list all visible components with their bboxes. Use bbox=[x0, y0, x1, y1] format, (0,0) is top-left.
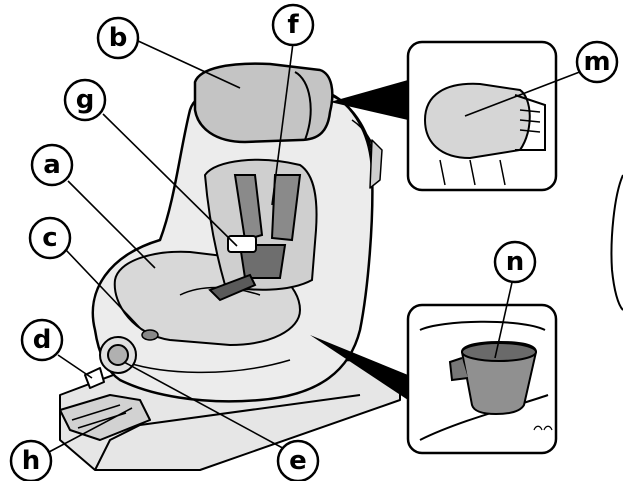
harness-straps bbox=[208, 174, 302, 302]
svg-text:g: g bbox=[76, 85, 95, 115]
callout-a: a bbox=[30, 143, 74, 187]
svg-text:n: n bbox=[506, 247, 525, 277]
inset-headrest-detail bbox=[330, 40, 558, 192]
svg-text:f: f bbox=[287, 10, 299, 40]
svg-text:b: b bbox=[109, 23, 128, 53]
headrest bbox=[193, 62, 334, 144]
svg-text:m: m bbox=[583, 47, 610, 77]
callout-n: n bbox=[493, 240, 537, 284]
callout-b: b bbox=[96, 16, 140, 60]
callout-f: f bbox=[271, 3, 315, 47]
side-partial-outline bbox=[610, 174, 623, 311]
callout-m: m bbox=[575, 40, 619, 84]
svg-text:h: h bbox=[22, 446, 41, 476]
svg-text:a: a bbox=[43, 150, 61, 180]
callout-g: g bbox=[63, 78, 107, 122]
harness-buckle bbox=[227, 235, 257, 253]
release-button bbox=[141, 329, 159, 341]
callout-e: e bbox=[276, 439, 320, 481]
leader-lines bbox=[48, 39, 591, 453]
inset-cup-holder-detail bbox=[310, 303, 558, 455]
callout-d: d bbox=[20, 318, 64, 362]
svg-text:e: e bbox=[289, 446, 307, 476]
svg-text:c: c bbox=[42, 223, 57, 253]
callout-h: h bbox=[9, 439, 53, 481]
svg-text:d: d bbox=[33, 325, 52, 355]
callout-c: c bbox=[28, 216, 72, 260]
rotation-knob bbox=[99, 336, 137, 374]
